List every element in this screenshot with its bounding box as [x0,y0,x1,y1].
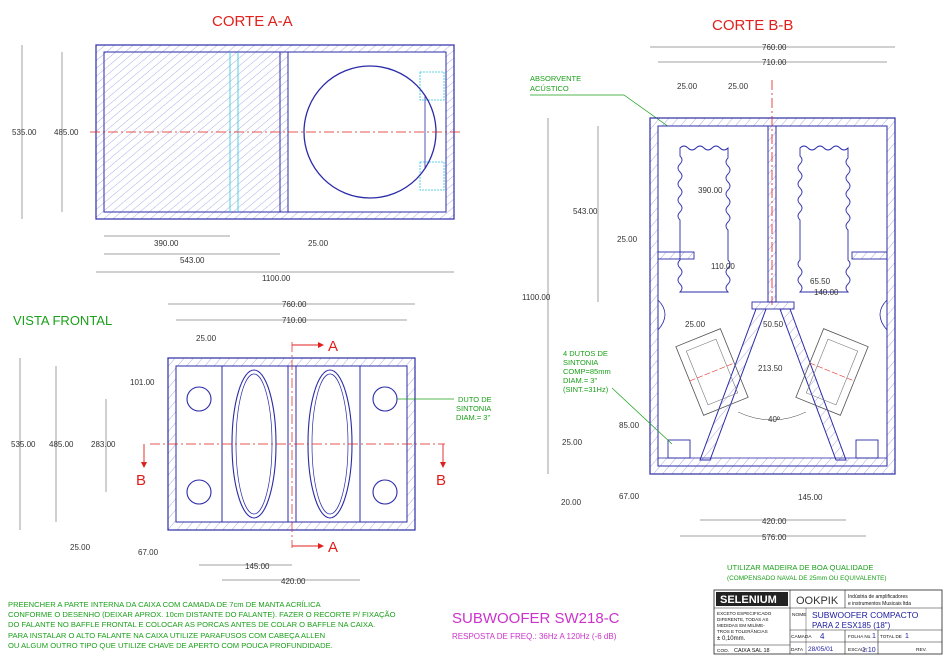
aa-dim-chamber: 543.00 [180,256,205,265]
svg-text:DO FALANTE NO BAFFLE FRONTAL E: DO FALANTE NO BAFFLE FRONTAL E COLOCAR A… [8,620,375,629]
fv-dim-port-spacing: 283.00 [91,440,116,449]
bb-dim-duct-center: 145.00 [798,493,823,502]
camada-value: 4 [820,632,825,641]
brand-name: SELENIUM [720,594,777,606]
bb-dim-width-inner: 710.00 [762,58,787,67]
bb-dim-width-outer: 760.00 [762,43,787,52]
aa-dim-inner-height: 485.00 [54,128,79,137]
bb-dim-angle: 40º [768,415,780,424]
fv-dim-driver-span: 420.00 [281,577,306,586]
bb-dim-driver-mount: 140.00 [814,288,839,297]
bb-dim-total-height: 1100.00 [522,293,551,302]
cod-label: COD. [717,648,729,654]
fv-port-note: DUTO DE SINTONIA DIAM.= 3" [456,395,494,422]
svg-text:CONFORME O DESENHO (DEIXAR APR: CONFORME O DESENHO (DEIXAR APROX. 10cm D… [8,610,396,619]
product-response: RESPOSTA DE FREQ.: 36Hz A 120Hz (-6 dB) [452,632,617,641]
total-value: 1 [905,633,909,640]
bb-dim-inner-width: 576.00 [762,533,787,542]
section-aa-title: CORTE A-A [212,13,293,30]
fv-dim-port-edge: 67.00 [138,548,159,557]
fv-dim-width-inner: 710.00 [282,316,307,325]
fv-cut-b-right: B [436,472,446,489]
subbrand-name: OOKPIK [796,595,839,607]
nome-value: SUBWOOFER COMPACTO [812,610,919,620]
cod-value: CAIXA SAL 18 [734,648,770,654]
tolerance-notes: EXCETO ESPECIFICADO DIFERENTE, TODAS AS … [717,611,773,642]
bb-dim-baffle-slant: 213.50 [758,364,783,373]
svg-text:PREENCHER A PARTE INTERNA DA C: PREENCHER A PARTE INTERNA DA CAIXA COM C… [8,600,322,609]
section-aa: CORTE A-A 535.00 485.00 390.00 25.00 543… [12,13,460,283]
instructions: PREENCHER A PARTE INTERNA DA CAIXA COM C… [8,600,396,650]
bb-dim-brace-gap: 50.50 [763,320,784,329]
bb-dim-left-panel: 25.00 [677,82,698,91]
svg-text:PARA INSTALAR O ALTO FALANTE N: PARA INSTALAR O ALTO FALANTE NA CAIXA UT… [8,631,325,640]
data-label: DATA [791,647,804,653]
bb-dim-duct-length: 85.00 [619,421,640,430]
front-view: VISTA FRONTAL 760.00 710.00 25.00 A A [11,300,494,586]
aa-dim-absorb: 390.00 [154,239,179,248]
aa-dim-outer-height: 535.00 [12,128,37,137]
brand-logo [716,592,788,606]
bb-wood-note-detail: (COMPENSADO NAVAL DE 25mm OU EQUIVALENTE… [727,575,887,582]
fv-dim-width-outer: 760.00 [282,300,307,309]
fv-dim-bottom-panel: 25.00 [70,543,91,552]
aa-dim-panel: 25.00 [308,239,329,248]
rev-label: REV. [916,647,927,653]
fv-cut-a-bottom: A [328,539,338,556]
fv-cut-b-left: B [136,472,146,489]
fv-port [186,479,212,505]
nome-label: NOME [792,612,806,618]
product-name: SUBWOOFER SW218-C [452,610,620,627]
nome-value-2: PARA 2 ESX185 (18") [812,621,891,630]
aa-dim-total: 1100.00 [262,274,291,283]
fv-cut-a-top: A [328,338,338,355]
fv-dim-port-offset: 101.00 [130,378,155,387]
escala-label: ESCALA [848,647,868,653]
company-name: Indústria de amplificadores e instrument… [848,594,911,607]
bb-wood-note: UTILIZAR MADEIRA DE BOA QUALIDADE [727,563,873,572]
svg-text:OU ALGUM OUTRO TIPO QUE UTILIZ: OU ALGUM OUTRO TIPO QUE UTILIZE CHAVE DE… [8,641,333,650]
fv-dim-height-inner: 485.00 [49,440,74,449]
front-view-title: VISTA FRONTAL [13,313,112,328]
data-value: 28/05/01 [808,646,834,653]
bb-absorb-label: ABSORVENTE ACÚSTICO [530,74,583,93]
bb-dim-shelf-offset: 110.00 [711,262,735,271]
bb-dim-base-panel: 25.00 [562,438,583,447]
folha-label: FOLHA No. [848,634,872,639]
bb-duct-note: 4 DUTOS DE SINTONIA COMP=85mm DIAM.= 3" … [563,349,613,394]
bb-dim-absorb-height: 390.00 [698,186,723,195]
fv-port [372,479,398,505]
title-block: SELENIUM OOKPIK Indústria de amplificado… [713,589,943,655]
bb-dim-baffle-height: 543.00 [573,207,598,216]
bb-dim-driver-offset: 65.50 [810,277,831,286]
folha-value: 1 [872,633,876,640]
fv-port [186,386,212,412]
bb-dim-base-offset: 20.00 [561,498,582,507]
bb-dim-duct-edge: 67.00 [619,492,640,501]
fv-dim-height-outer: 535.00 [11,440,36,449]
section-bb-title: CORTE B-B [712,17,793,34]
bb-dim-baffle-span: 420.00 [762,517,787,526]
fv-dim-port-center: 145.00 [245,562,270,571]
camada-label: CAMADA [791,634,812,640]
bb-dim-brace-panel: 25.00 [685,320,706,329]
total-label: TOTAL DE [880,634,902,639]
fv-dim-panel: 25.00 [196,334,217,343]
bb-dim-shelf: 25.00 [617,235,638,244]
bb-dim-center-panel: 25.00 [728,82,749,91]
escala-value: 1:10 [862,647,876,654]
section-bb: CORTE B-B 760.00 710.00 25.00 25.00 ABSO… [522,17,896,582]
